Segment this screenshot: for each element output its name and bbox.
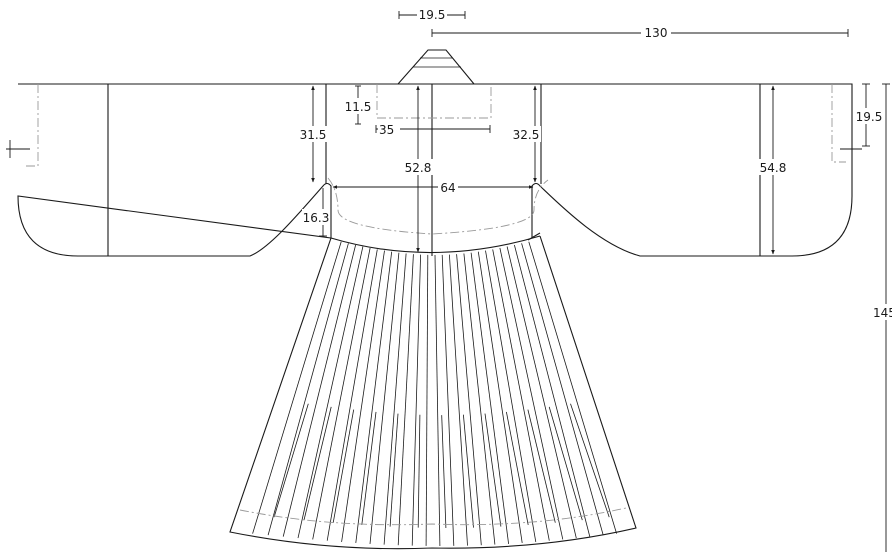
pleat-fold-line	[389, 413, 399, 527]
pleat-line	[456, 254, 482, 546]
pleat-line	[297, 246, 364, 539]
side-slit-label: 16.3	[303, 211, 330, 225]
right-cuff-allowance	[831, 84, 846, 163]
total-length-label: 145	[873, 306, 892, 320]
pleat-line	[411, 254, 421, 546]
pleat-fold-line	[527, 409, 556, 523]
half-span-label: 130	[645, 26, 668, 40]
pleat-fold-line	[570, 403, 610, 518]
left-armhole-label: 31.5	[300, 128, 327, 142]
neck-width-label: 35	[379, 123, 394, 137]
center-length-label: 52.8	[405, 161, 432, 175]
pleat-line	[434, 254, 441, 547]
seam-allowance-lines	[24, 84, 846, 526]
garment-outline	[17, 49, 853, 550]
pleat-line	[326, 249, 378, 541]
waist-tie	[527, 232, 541, 241]
left-cuff-allowance	[24, 84, 39, 167]
pleat-line	[485, 250, 537, 542]
skirt-outline	[229, 235, 637, 550]
pleat-line	[477, 251, 523, 543]
pleat-fold-line	[273, 403, 309, 518]
collar	[396, 49, 476, 85]
sleeves-and-bodice-outline	[17, 83, 853, 257]
pleat-fold-line	[441, 415, 447, 529]
skirt-hem-allowance	[239, 507, 627, 526]
skirt-pleats	[252, 241, 617, 547]
pleat-line	[514, 244, 591, 537]
sleeve-opening-label: 19.5	[856, 110, 883, 124]
sleeve-length-label: 54.8	[760, 161, 787, 175]
pleat-line	[449, 254, 468, 546]
pleat-line	[355, 251, 393, 543]
neck-allowance	[376, 84, 492, 119]
pleat-line	[528, 241, 617, 534]
pleat-line	[267, 243, 349, 536]
right-armhole-label: 32.5	[513, 128, 540, 142]
pleat-line	[506, 246, 577, 539]
pleat-line	[383, 253, 407, 545]
pleat-fold-line	[361, 411, 377, 525]
pleat-line	[499, 247, 564, 540]
pleat-fold-line	[548, 406, 583, 521]
pleat-line	[521, 243, 604, 536]
pleat-fold-line	[332, 409, 355, 523]
waistband	[330, 235, 541, 254]
pleat-line	[282, 244, 356, 537]
pleat-fold-line	[463, 414, 474, 528]
pleat-fold-line	[417, 414, 421, 528]
pleat-fold-line	[303, 406, 332, 521]
bust-width-label: 64	[440, 181, 455, 195]
pleat-line	[397, 254, 414, 546]
pleat-line	[492, 249, 550, 541]
pleat-line	[463, 253, 496, 545]
neck-depth-label: 11.5	[345, 100, 372, 114]
pleat-line	[425, 254, 429, 546]
pleat-line	[312, 247, 371, 540]
pleat-line	[252, 241, 342, 534]
pleat-line	[369, 252, 400, 544]
pleat-fold-line	[506, 411, 529, 525]
pleat-line	[441, 254, 455, 546]
pleat-line	[341, 250, 385, 542]
collar-width-label: 19.5	[419, 8, 446, 22]
dimension-lines: 19.5 130 145 11.5 35 31.5 32.5	[6, 7, 892, 552]
pleat-fold-line	[484, 413, 502, 527]
pleat-line	[470, 252, 509, 544]
